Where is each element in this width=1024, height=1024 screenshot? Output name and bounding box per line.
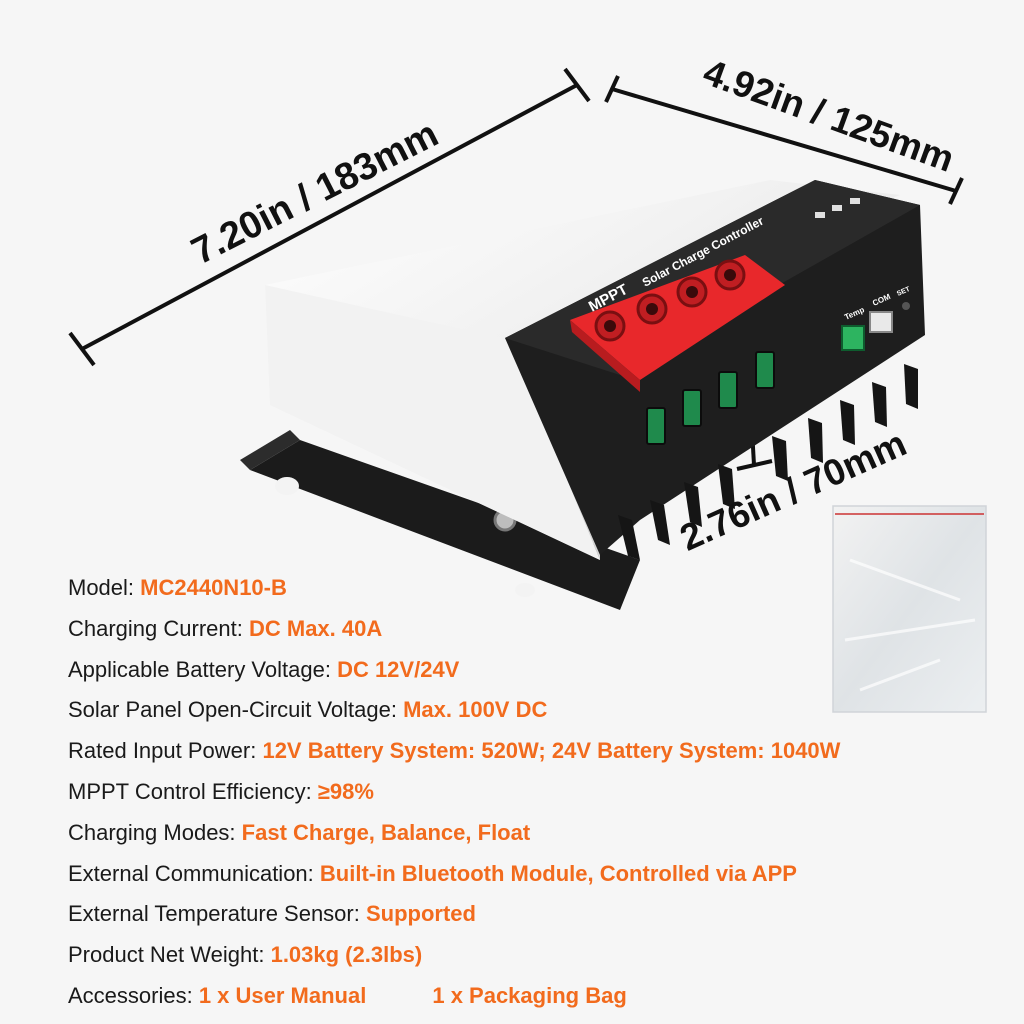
spec-row-accessories: Accessories: 1 x User Manual 1 x Packagin… <box>68 976 1008 1017</box>
spec-row-external-communication: External Communication: Built-in Bluetoo… <box>68 854 1008 895</box>
dimension-line-width <box>604 75 964 205</box>
spec-value: MC2440N10-B <box>140 575 287 600</box>
spec-label: MPPT Control Efficiency: <box>68 778 318 804</box>
spec-row-net-weight: Product Net Weight: 1.03kg (2.3lbs) <box>68 935 1008 976</box>
ports <box>815 198 910 351</box>
spec-row-mppt-efficiency: MPPT Control Efficiency: ≥98% <box>68 772 1008 813</box>
spec-label: Charging Modes: <box>68 819 242 845</box>
spec-value: ≥98% <box>317 778 374 804</box>
spec-row-temperature-sensor: External Temperature Sensor: Supported <box>68 894 1008 935</box>
spec-label: Solar Panel Open-Circuit Voltage: <box>68 697 404 723</box>
spec-label: Rated Input Power: <box>68 738 263 764</box>
spec-value: Max. 100V DC <box>403 697 548 723</box>
spec-value: DC Max. 40A <box>248 615 383 641</box>
temp-port-icon <box>841 325 865 351</box>
spec-value: Built-in Bluetooth Module, Controlled vi… <box>319 860 797 886</box>
spec-label: Accessories: <box>68 982 199 1008</box>
com-port-icon <box>869 311 893 333</box>
spec-row-battery-voltage: Applicable Battery Voltage: DC 12V/24V <box>68 650 1008 691</box>
spec-value: 12V Battery System: 520W; 24V Battery Sy… <box>262 738 841 764</box>
spec-row-model: Model: MC2440N10-B <box>68 568 1008 609</box>
spec-value: Fast Charge, Balance, Float <box>241 819 531 845</box>
spec-label: External Temperature Sensor: <box>68 901 366 927</box>
spec-label: Product Net Weight: <box>68 942 271 968</box>
spec-label: Applicable Battery Voltage: <box>68 656 338 682</box>
spec-list: Model: MC2440N10-B Charging Current: DC … <box>68 568 1008 1017</box>
spec-row-charging-modes: Charging Modes: Fast Charge, Balance, Fl… <box>68 813 1008 854</box>
spec-value: 1 x User Manual <box>198 982 367 1008</box>
spec-value-secondary: 1 x Packaging Bag <box>432 982 627 1008</box>
spec-row-open-circuit-voltage: Solar Panel Open-Circuit Voltage: Max. 1… <box>68 690 1008 731</box>
spec-row-charging-current: Charging Current: DC Max. 40A <box>68 609 1008 650</box>
set-button-icon <box>902 302 910 310</box>
mount-hole-icon <box>275 477 299 495</box>
spec-value: Supported <box>365 901 476 927</box>
spec-label: External Communication: <box>68 860 320 886</box>
spec-value: DC 12V/24V <box>337 656 460 682</box>
dimension-line-length <box>68 67 591 367</box>
terminal-block <box>570 255 785 392</box>
spec-value: 1.03kg (2.3lbs) <box>270 942 423 968</box>
spec-row-rated-input-power: Rated Input Power: 12V Battery System: 5… <box>68 731 1008 772</box>
packaging-bag <box>832 505 987 713</box>
spec-label: Charging Current: <box>68 615 249 641</box>
spec-label: Model: <box>68 575 141 600</box>
